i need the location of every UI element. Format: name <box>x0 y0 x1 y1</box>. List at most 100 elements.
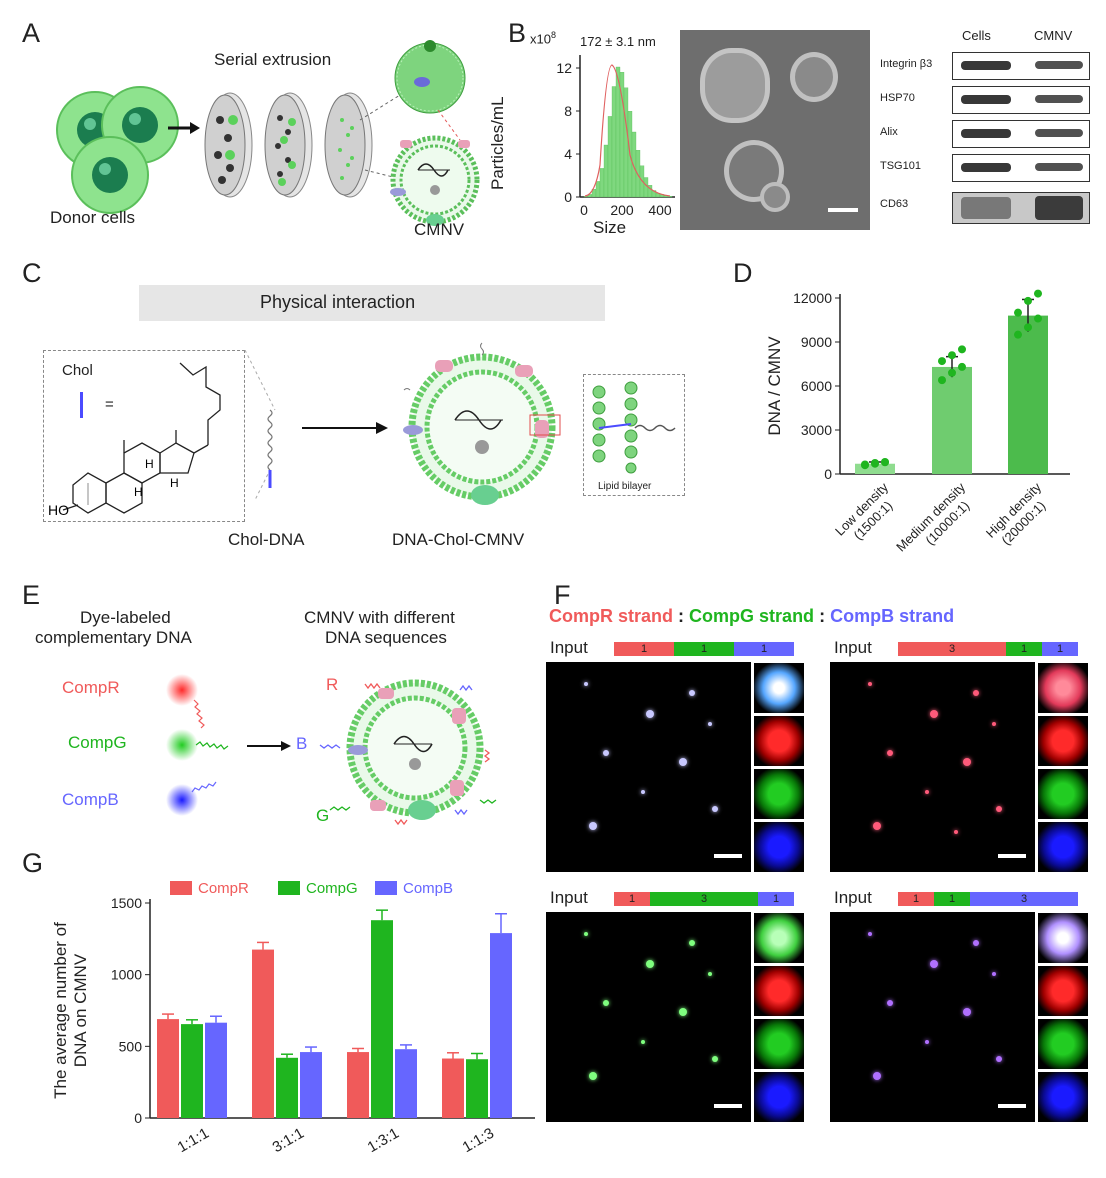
f-particle <box>645 960 654 968</box>
d-data-point <box>861 460 869 469</box>
histogram-bar <box>623 87 629 198</box>
e-cmnv-graphic <box>319 679 497 826</box>
f-particle <box>603 1000 609 1006</box>
f-particle <box>603 750 609 756</box>
f-ratio-segment: 3 <box>970 892 1078 906</box>
b-y-tick-label: 0 <box>564 189 572 205</box>
b-x-tick-label: 400 <box>648 202 672 218</box>
f-particle <box>929 710 938 718</box>
d-y-tick-label: 9000 <box>801 334 832 350</box>
d-y-axis-label: DNA / CMNV <box>765 336 784 436</box>
donor-cells-label: Donor cells <box>50 208 136 227</box>
g-x-tick-label: 3:1:1 <box>270 1125 307 1156</box>
panel-e-letter: E <box>22 580 41 610</box>
e-strand-compr: CompR <box>62 678 120 697</box>
f-micrograph <box>830 662 1035 872</box>
c-chol-label: Chol <box>62 362 93 379</box>
extrusion-membranes <box>204 92 373 198</box>
e-strand-compg: CompG <box>68 733 127 752</box>
g-bar <box>157 1019 179 1118</box>
d-data-point <box>1014 330 1022 339</box>
wb-header-cmnv: CMNV <box>1034 28 1073 43</box>
chol-dna-graphic <box>244 350 276 500</box>
wb-band-cmnv <box>1035 129 1083 137</box>
f-particle <box>929 960 938 968</box>
wb-header-cells: Cells <box>962 28 991 43</box>
histogram-bar <box>607 116 613 198</box>
wb-label: TSG101 <box>880 160 921 172</box>
tem-vesicle-4 <box>760 182 790 212</box>
d-bar <box>1008 315 1048 474</box>
wb-blot-strip <box>952 154 1090 182</box>
f-inset-green <box>753 1018 805 1070</box>
chol-atom-h1: H <box>145 457 154 471</box>
chol-atom-h3: H <box>170 476 179 490</box>
g-bar <box>442 1058 464 1118</box>
wb-band-cmnv <box>1035 196 1083 220</box>
wb-band-cells <box>961 163 1011 172</box>
b-y-multiplier-exp: 8 <box>550 30 556 40</box>
wb-label: Integrin β3 <box>880 58 933 70</box>
g-bar <box>490 933 512 1118</box>
c-chol-box <box>43 350 245 522</box>
g-legend-swatch <box>375 881 397 895</box>
d-bar <box>855 463 895 474</box>
d-data-point <box>881 457 889 466</box>
chol-atom-ho: HO <box>48 502 69 518</box>
g-bar <box>347 1052 369 1118</box>
f-particle <box>868 932 872 936</box>
b-x-tick-label: 200 <box>610 202 634 218</box>
f-inset-green <box>753 768 805 820</box>
f-legend: CompR strand : CompG strand : CompB stra… <box>549 606 954 627</box>
f-ratio-segment: 1 <box>674 642 734 656</box>
b-histogram-bars <box>583 66 673 198</box>
histogram-bar <box>611 86 617 198</box>
b-y-tick-label: 12 <box>556 60 572 76</box>
serial-extrusion-label: Serial extrusion <box>214 50 332 69</box>
g-legend-label: CompR <box>198 880 249 897</box>
d-y-tick-label: 6000 <box>801 378 832 394</box>
d-y-tick-label: 3000 <box>801 422 832 438</box>
g-bar <box>205 1022 227 1118</box>
d-y-tick-label: 12000 <box>793 290 832 306</box>
f-particle <box>972 690 979 696</box>
dna-chol-cmnv-graphic <box>403 342 561 505</box>
e-dye-strands <box>166 674 229 816</box>
e-arrow <box>247 741 291 751</box>
f-micrograph <box>546 912 751 1122</box>
f-ratio-segment: 3 <box>898 642 1006 656</box>
f-particle <box>991 722 996 726</box>
g-x-tick-label: 1:1:1 <box>175 1125 212 1156</box>
f-inset-blue <box>753 821 805 873</box>
g-bar <box>300 1052 322 1118</box>
f-inset-merge <box>1037 662 1089 714</box>
f-ratio-segment: 1 <box>734 642 794 656</box>
g-bar <box>276 1057 298 1118</box>
tem-vesicle-2 <box>790 52 838 102</box>
g-bar <box>252 949 274 1118</box>
g-y-tick-label: 1500 <box>111 895 142 911</box>
f-ratio-segment: 1 <box>614 892 650 906</box>
chol-atom-h2: H <box>134 485 143 499</box>
c-banner <box>139 285 605 321</box>
f-particle <box>996 1056 1003 1062</box>
g-y-axis-label-2: DNA on CMNV <box>71 953 90 1067</box>
f-inset-merge <box>753 662 805 714</box>
f-legend-g: CompG strand <box>689 606 815 626</box>
f-inset-merge <box>1037 912 1089 964</box>
f-particle <box>688 940 695 946</box>
f-scale-bar <box>714 854 742 858</box>
f-particle <box>588 822 597 830</box>
wb-band-cells <box>961 95 1011 104</box>
d-y-tick-label: 0 <box>824 466 832 482</box>
f-particle <box>645 710 654 718</box>
b-y-multiplier-base: x10 <box>530 31 551 47</box>
f-scale-bar <box>998 1104 1026 1108</box>
b-y-tick-label: 8 <box>564 103 572 119</box>
f-input-label: Input <box>550 638 588 657</box>
tem-scale-bar <box>828 208 858 212</box>
e-right-title-2: DNA sequences <box>325 628 447 647</box>
f-particle <box>679 1008 687 1016</box>
